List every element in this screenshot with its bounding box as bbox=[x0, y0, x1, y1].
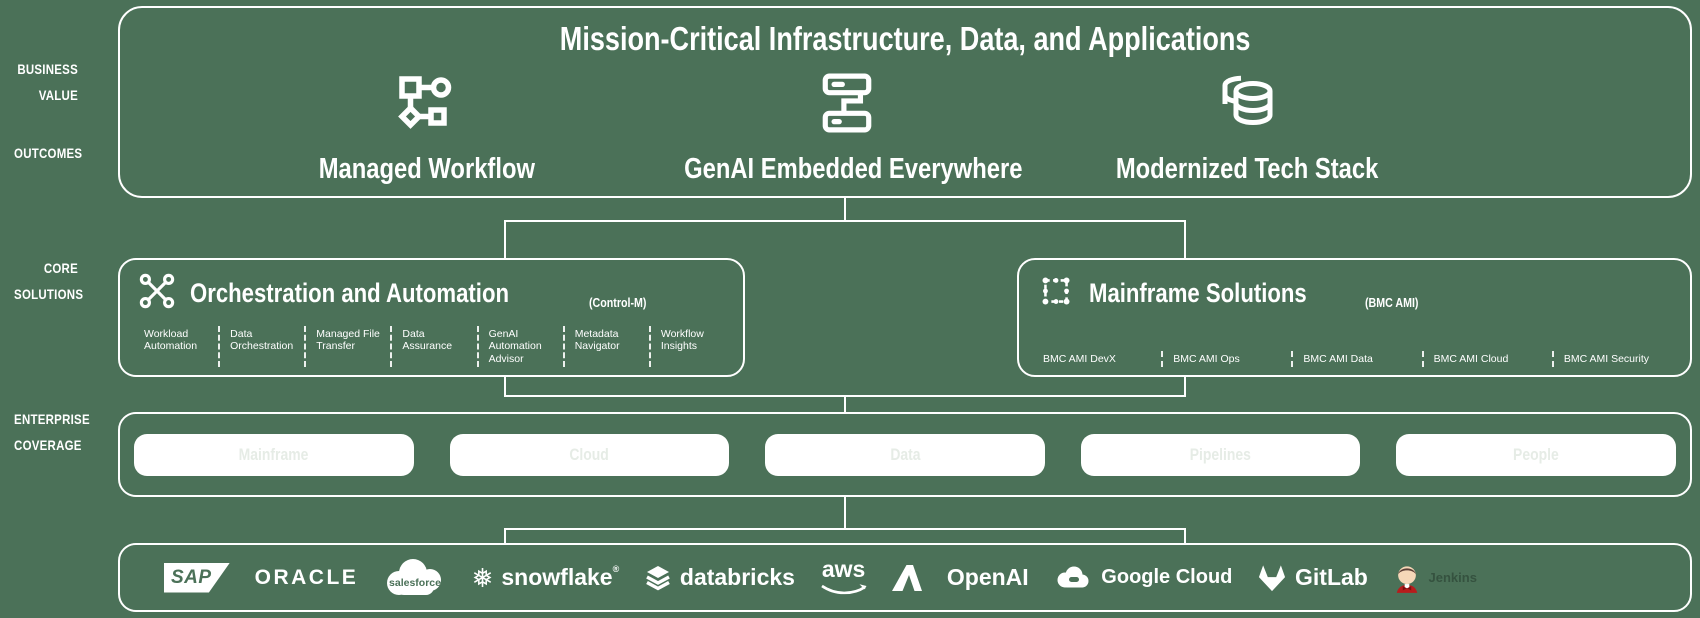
rail-label-core-solutions: CORE SOLUTIONS bbox=[14, 260, 84, 302]
databricks-logo: databricks bbox=[644, 564, 795, 592]
core-box-product: (BMC AMI) bbox=[1364, 295, 1419, 310]
rail-label-outcomes: OUTCOMES bbox=[14, 145, 83, 161]
core-box-product: (Control-M) bbox=[589, 295, 647, 310]
core-item: Data Orchestration bbox=[218, 325, 304, 367]
core-box-title: Orchestration and Automation bbox=[190, 278, 510, 308]
svg-text:salesforce: salesforce bbox=[389, 577, 441, 589]
coverage-pill: Mainframe bbox=[134, 433, 414, 476]
core-item: GenAI Automation Advisor bbox=[476, 325, 563, 367]
connector-drop-left-bottom bbox=[504, 528, 506, 543]
connector-drop-left-top bbox=[504, 220, 506, 258]
connector-stem-mid bbox=[844, 395, 846, 412]
servers-icon bbox=[647, 66, 1047, 140]
outcome-label: Managed Workflow bbox=[318, 153, 536, 185]
coverage-pill: Pipelines bbox=[1080, 433, 1361, 476]
connector-stem-top bbox=[844, 198, 846, 220]
core-item: Workflow Insights bbox=[648, 325, 735, 367]
outcome-label: Modernized Tech Stack bbox=[1115, 153, 1379, 185]
snowflake-icon: ❅ bbox=[471, 562, 494, 593]
sap-logo: SAP bbox=[164, 562, 230, 593]
connector-drop-left-mid bbox=[504, 377, 506, 395]
connector-drop-right-bottom bbox=[1184, 528, 1186, 543]
connector-bar-bottom bbox=[504, 528, 1186, 530]
openai-logo: OpenAI bbox=[946, 564, 1029, 590]
google-cloud-logo: Google Cloud bbox=[1053, 564, 1232, 591]
marquee-frame-icon bbox=[1037, 272, 1075, 315]
mainframe-box: Mainframe Solutions (BMC AMI) BMC AMI De… bbox=[1017, 258, 1692, 377]
core-item: Managed File Transfer bbox=[304, 325, 390, 367]
azure-logo bbox=[892, 564, 923, 591]
connector-drop-right-mid bbox=[1184, 377, 1186, 395]
core-item: BMC AMI Cloud bbox=[1421, 350, 1552, 367]
core-box-title: Mainframe Solutions bbox=[1089, 278, 1307, 308]
oracle-logo: ORACLE bbox=[254, 565, 359, 589]
coverage-pill: Cloud bbox=[449, 433, 730, 476]
gitlab-logo: GitLab bbox=[1257, 564, 1368, 592]
outcome-managed-workflow: Managed Workflow bbox=[227, 66, 627, 184]
rail-label-business-value: BUSINESS VALUE bbox=[17, 61, 78, 103]
outcome-genai-embedded: GenAI Embedded Everywhere bbox=[647, 66, 1047, 184]
workflow-icon bbox=[227, 66, 627, 140]
core-item: Workload Automation bbox=[144, 327, 198, 353]
enterprise-coverage-box: Mainframe Cloud Data Pipelines People bbox=[118, 412, 1692, 497]
mainframe-items: BMC AMI DevX BMC AMI Ops BMC AMI Data BM… bbox=[1033, 350, 1682, 367]
coverage-pill: Data bbox=[765, 433, 1045, 476]
snowflake-logo: ❅ snowflake® bbox=[471, 562, 620, 593]
diagram-title: Mission-Critical Infrastructure, Data, a… bbox=[559, 20, 1251, 57]
outcomes-box: Mission-Critical Infrastructure, Data, a… bbox=[118, 6, 1692, 198]
rail-label-enterprise-coverage: ENTERPRISE COVERAGE bbox=[14, 411, 90, 453]
connector-drop-right-top bbox=[1184, 220, 1186, 258]
salesforce-logo: salesforce bbox=[383, 556, 447, 600]
connector-bar-top bbox=[504, 220, 1186, 222]
core-item: BMC AMI Data bbox=[1291, 350, 1421, 367]
network-nodes-icon bbox=[138, 272, 176, 315]
core-item: Metadata Navigator bbox=[562, 325, 649, 367]
ecosystem-logos-box: SAP ORACLE salesforce ❅ snowflake® bbox=[118, 543, 1692, 612]
aws-logo: aws bbox=[820, 557, 868, 596]
orchestration-items: Workload Automation Data Orchestration M… bbox=[134, 325, 735, 367]
database-icon bbox=[1047, 66, 1447, 140]
outcome-modernized-stack: Modernized Tech Stack bbox=[1047, 66, 1447, 184]
outcome-label: GenAI Embedded Everywhere bbox=[684, 153, 1023, 185]
core-item: BMC AMI Ops bbox=[1161, 350, 1291, 367]
orchestration-box: Orchestration and Automation (Control-M)… bbox=[118, 258, 745, 377]
core-item: Data Assurance bbox=[390, 325, 476, 367]
coverage-pill: People bbox=[1396, 433, 1676, 476]
core-item: BMC AMI Security bbox=[1551, 350, 1682, 367]
core-item: BMC AMI DevX bbox=[1043, 352, 1116, 365]
jenkins-logo: Jenkins bbox=[1393, 562, 1477, 594]
connector-stem-bottom bbox=[844, 497, 846, 528]
